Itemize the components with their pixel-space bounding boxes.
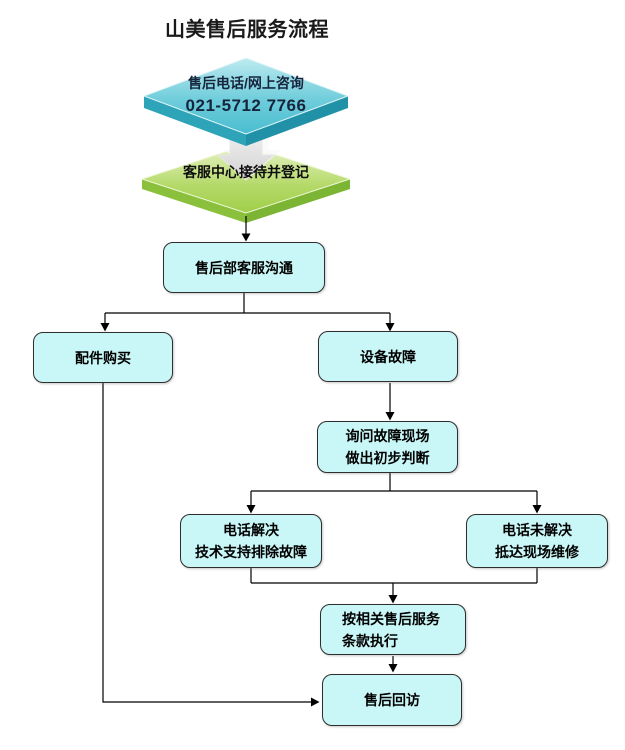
node-followup-label: 售后回访: [364, 692, 420, 708]
node-site-inquiry-line1: 询问故障现场: [345, 428, 430, 444]
node-phone-unresolved: 电话未解决 抵达现场维修: [466, 514, 608, 568]
node-service-terms-line1: 按相关售后服务: [342, 610, 440, 627]
node-equipment-fault-label: 设备故障: [360, 348, 416, 365]
node-followup: 售后回访: [322, 674, 462, 726]
contact-diamond-label: 售后电话/网上咨询 021-5712 7766: [146, 73, 346, 117]
node-phone-unresolved-line1: 电话未解决: [502, 522, 572, 538]
node-service-comm-label: 售后部客服沟通: [195, 259, 293, 276]
contact-channel-text: 售后电话/网上咨询: [188, 75, 304, 91]
node-phone-resolved: 电话解决 技术支持排除故障: [180, 514, 322, 568]
node-site-inquiry-line2: 做出初步判断: [345, 450, 430, 466]
node-phone-resolved-line2: 技术支持排除故障: [195, 544, 307, 560]
node-phone-resolved-line1: 电话解决: [223, 522, 279, 538]
flow-connectors: [102, 216, 538, 703]
node-parts-purchase-label: 配件购买: [75, 349, 131, 366]
node-service-terms-line2: 条款执行: [342, 632, 398, 649]
node-parts-purchase: 配件购买: [33, 332, 173, 383]
node-service-terms: 按相关售后服务 条款执行: [320, 604, 466, 655]
reception-text: 客服中心接待并登记: [183, 164, 309, 180]
node-service-comm: 售后部客服沟通: [163, 242, 325, 293]
node-site-inquiry: 询问故障现场 做出初步判断: [317, 421, 458, 473]
reception-diamond-label: 客服中心接待并登记: [146, 162, 346, 182]
node-equipment-fault: 设备故障: [318, 331, 458, 382]
contact-phone-number: 021-5712 7766: [185, 96, 307, 115]
node-phone-unresolved-line2: 抵达现场维修: [495, 544, 579, 560]
contact-diamond-shape: [142, 57, 350, 146]
page-title: 山美售后服务流程: [165, 19, 329, 41]
flow-arrowheads: [100, 233, 542, 707]
